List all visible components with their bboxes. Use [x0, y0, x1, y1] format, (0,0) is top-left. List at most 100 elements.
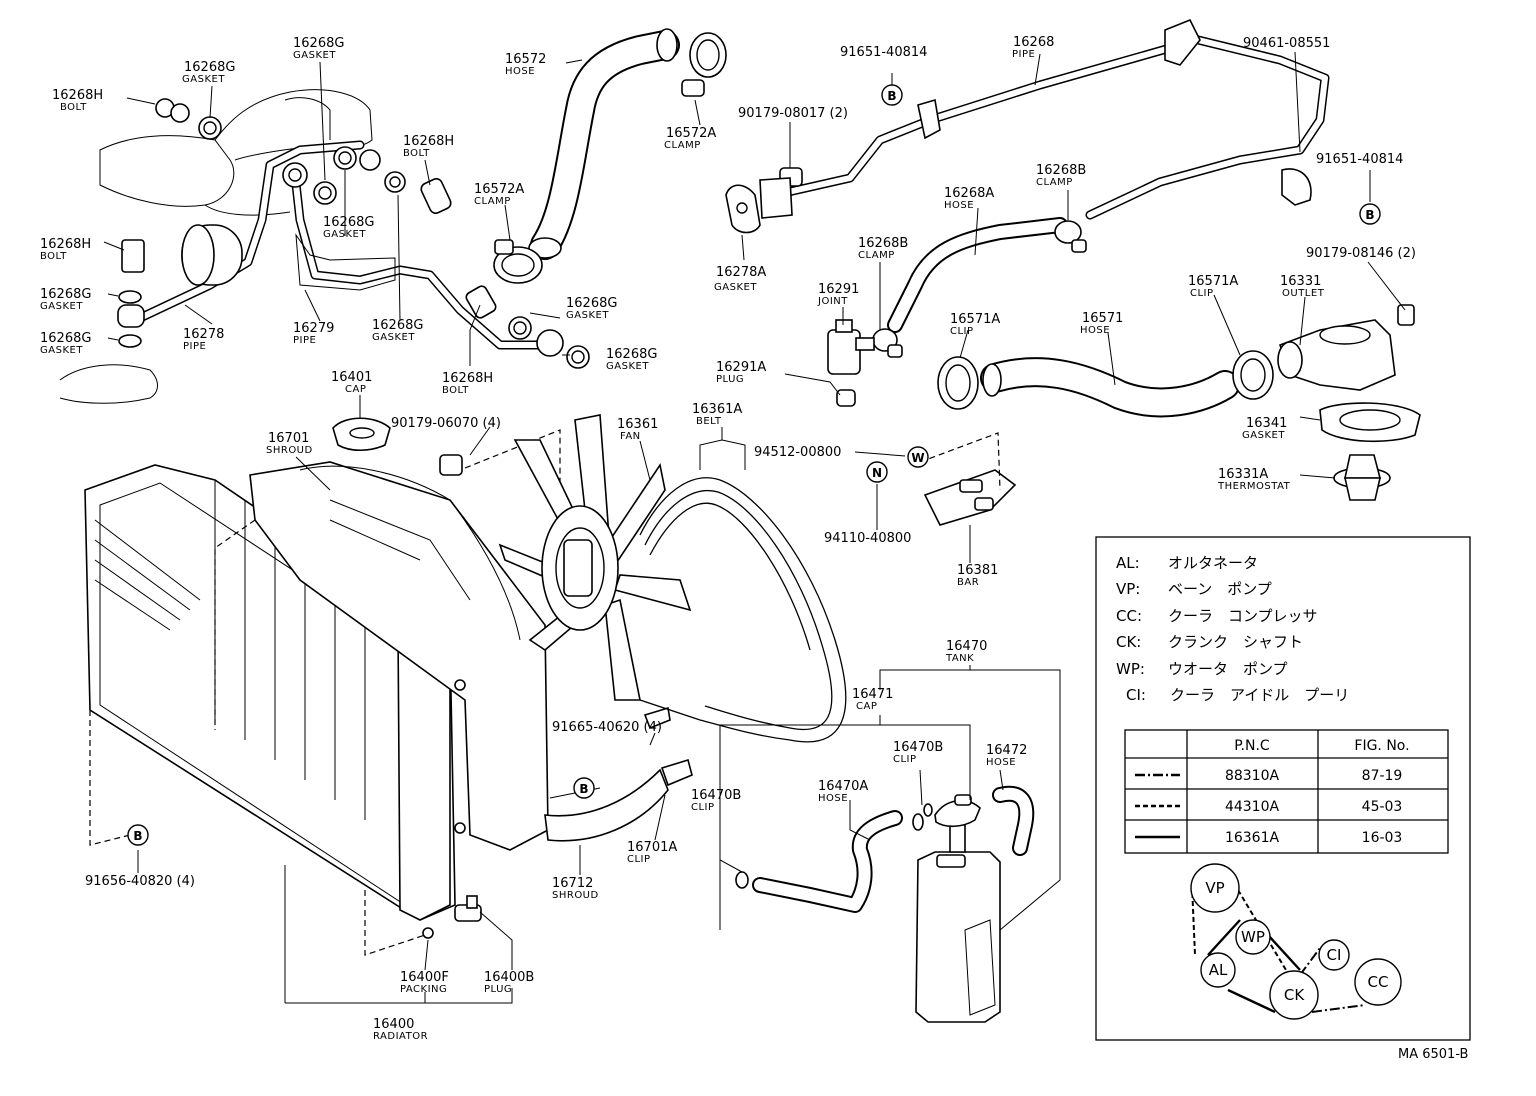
- svg-text:16381: 16381: [957, 563, 998, 578]
- water-outlet-16331: [1277, 304, 1415, 391]
- svg-text:CLIP: CLIP: [950, 326, 974, 337]
- svg-text:CLAMP: CLAMP: [1036, 177, 1073, 188]
- radiator-cap-16401: [332, 417, 391, 452]
- svg-text:CK: CK: [1284, 986, 1305, 1004]
- svg-text:16471: 16471: [852, 687, 893, 702]
- svg-text:PLUG: PLUG: [716, 374, 744, 385]
- svg-text:16361A: 16361A: [1225, 830, 1280, 846]
- svg-text:16268G: 16268G: [323, 215, 374, 230]
- svg-text:CC: CC: [1368, 973, 1389, 991]
- svg-text:ウオータ ポンプ: ウオータ ポンプ: [1168, 660, 1288, 678]
- svg-text:CC:: CC:: [1116, 607, 1142, 625]
- ref-marker-b-right: B: [1359, 203, 1381, 225]
- gasket-16341: [1319, 402, 1421, 443]
- svg-text:GASKET: GASKET: [372, 332, 415, 343]
- ref-marker-n: N: [866, 461, 888, 483]
- svg-text:SHROUD: SHROUD: [266, 445, 313, 456]
- svg-text:90461-08551: 90461-08551: [1243, 36, 1330, 51]
- leader-lines: [103, 51, 1406, 1004]
- radiator-lower-hose-16571: [980, 357, 1240, 418]
- svg-text:16401: 16401: [331, 370, 372, 385]
- svg-text:CLIP: CLIP: [893, 754, 917, 765]
- label-94110-40800: 94110-40800: [824, 531, 911, 546]
- cooling-fan-16361: [498, 414, 692, 701]
- shroud-clip-16701a: [643, 706, 693, 787]
- svg-text:GASKET: GASKET: [1242, 430, 1285, 441]
- ref-marker-w: W: [907, 446, 929, 468]
- svg-text:GASKET: GASKET: [714, 282, 757, 293]
- svg-text:GASKET: GASKET: [293, 50, 336, 61]
- svg-text:16472: 16472: [986, 743, 1027, 758]
- svg-text:BOLT: BOLT: [403, 148, 430, 159]
- clips-16571a: [937, 350, 1274, 410]
- svg-text:90179-08146 (2): 90179-08146 (2): [1306, 246, 1416, 261]
- label-91656-40820: 91656-40820 (4): [85, 874, 195, 889]
- overflow-hose-16472: [992, 785, 1035, 856]
- legend-pnc-table: P.N.C FIG. No. 88310A 87-19 44310A 45-03…: [1124, 729, 1449, 854]
- ref-marker-b-top: B: [881, 84, 903, 106]
- svg-text:HOSE: HOSE: [818, 793, 848, 804]
- svg-text:FAN: FAN: [620, 431, 641, 442]
- legend-pulley-layout: VP WP AL CK CI CC: [1190, 863, 1402, 1020]
- svg-text:SHROUD: SHROUD: [552, 890, 599, 901]
- svg-text:B: B: [133, 829, 142, 843]
- svg-text:CLAMP: CLAMP: [858, 250, 895, 261]
- fan-shroud-16712: [544, 768, 669, 842]
- svg-text:VP:: VP:: [1116, 580, 1140, 598]
- svg-text:16361: 16361: [617, 417, 658, 432]
- svg-text:90179-08017 (2): 90179-08017 (2): [738, 106, 848, 121]
- label-90179-06070: 90179-06070 (4): [391, 416, 501, 431]
- label-91651-40814-b: 91651-40814: [1316, 152, 1403, 167]
- svg-text:AL: AL: [1209, 961, 1228, 979]
- svg-text:16268B: 16268B: [1036, 163, 1086, 178]
- svg-text:88310A: 88310A: [1225, 768, 1280, 784]
- clips-16470b: [735, 803, 933, 889]
- svg-text:CI:: CI:: [1126, 686, 1146, 704]
- svg-text:16571A: 16571A: [950, 312, 1000, 327]
- svg-text:N: N: [872, 466, 882, 480]
- svg-text:45-03: 45-03: [1362, 799, 1403, 815]
- svg-text:クランク シャフト: クランク シャフト: [1168, 633, 1303, 651]
- svg-text:CLIP: CLIP: [627, 854, 651, 865]
- svg-text:91651-40814: 91651-40814: [1316, 152, 1403, 167]
- svg-text:16400F: 16400F: [400, 970, 449, 985]
- svg-text:WP: WP: [1241, 928, 1265, 946]
- ref-marker-b-radiator: B: [127, 824, 149, 846]
- svg-text:16470A: 16470A: [818, 779, 868, 794]
- reservoir-cap-16471: [934, 794, 981, 828]
- svg-text:90179-06070 (4): 90179-06070 (4): [391, 416, 501, 431]
- svg-text:16268H: 16268H: [52, 88, 103, 103]
- svg-text:VP: VP: [1205, 879, 1224, 897]
- svg-text:16268G: 16268G: [40, 287, 91, 302]
- radiator-dashed-link-bottom: [364, 890, 426, 956]
- bar-dashed-link: [919, 432, 1001, 491]
- svg-text:オルタネータ: オルタネータ: [1168, 554, 1258, 572]
- svg-text:16341: 16341: [1246, 416, 1287, 431]
- svg-text:91651-40814: 91651-40814: [840, 45, 927, 60]
- figure-code: MA 6501-B: [1398, 1047, 1468, 1062]
- svg-text:16268G: 16268G: [293, 36, 344, 51]
- svg-text:GASKET: GASKET: [40, 345, 83, 356]
